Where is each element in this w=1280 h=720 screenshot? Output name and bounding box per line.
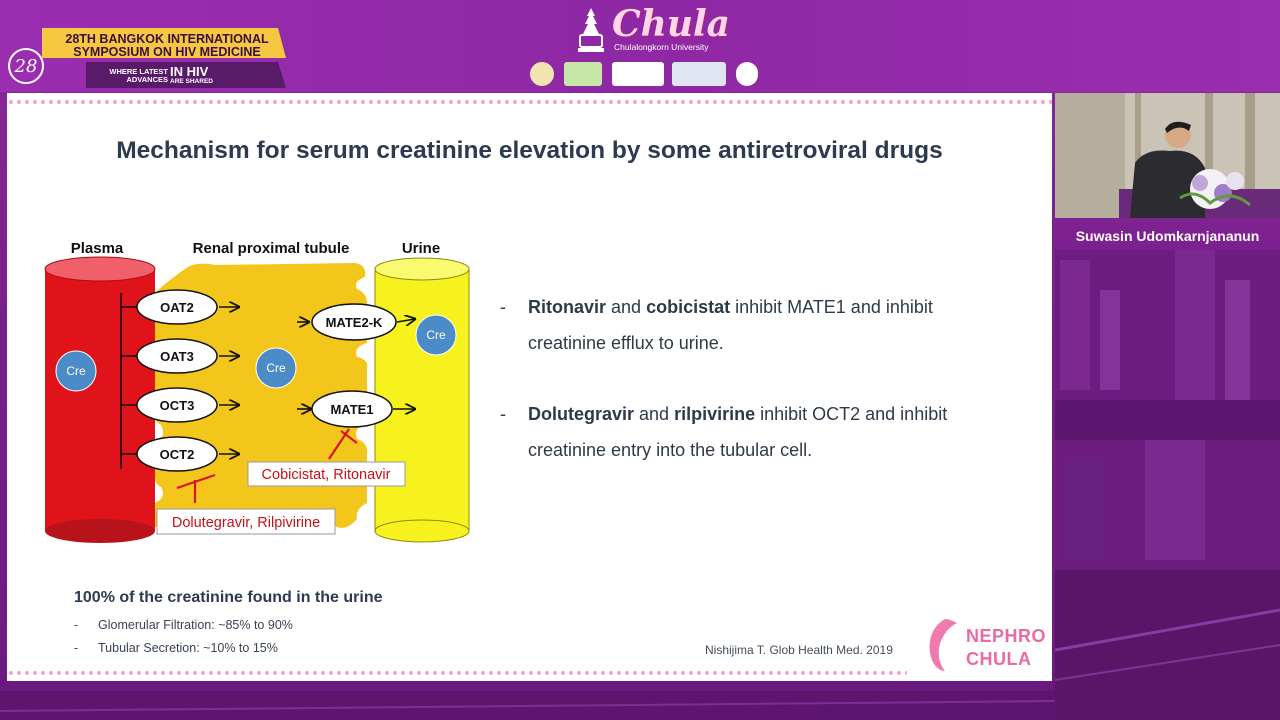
svg-text:MATE1: MATE1 <box>330 402 373 417</box>
plasma-vessel-body <box>45 269 155 531</box>
bullet-oct2: - Dolutegravir and rilpivirine inhibit O… <box>500 396 1020 468</box>
bullet-drug-dolutegravir: Dolutegravir <box>528 404 635 424</box>
inhibitor-box-oct2 <box>156 508 336 535</box>
bullet-drug-rilpivirine: rilpivirine <box>674 404 756 424</box>
background-cityscape <box>1055 250 1280 720</box>
conference-banner: 28 28TH BANGKOK INTERNATIONAL SYMPOSIUM … <box>0 0 1280 92</box>
transporter-oct2: OCT2 <box>136 436 239 472</box>
svg-text:OCT2: OCT2 <box>160 447 195 462</box>
sponsor-logo <box>564 62 602 86</box>
creatinine-transport-diagram: Plasma Renal proximal tubule Urine Cre C… <box>44 240 470 543</box>
slide-dot-border-bottom <box>7 670 907 676</box>
sponsor-logos <box>530 62 760 86</box>
citation: Nishijima T. Glob Health Med. 2019 <box>705 643 893 657</box>
nephro-chula-brand: NEPHRO CHULA <box>966 626 1047 669</box>
nephro-chula-logo-icon <box>929 619 959 671</box>
bullet-drug-ritonavir: Ritonavir <box>528 297 607 317</box>
slide-title: Mechanism for serum creatinine elevation… <box>116 137 943 164</box>
sponsor-logo <box>530 62 554 86</box>
footnote-item: -Glomerular Filtration: ~85% to 90% <box>74 618 293 632</box>
speaker-name: Suwasin Udomkarnjananun <box>1075 228 1260 244</box>
bullet-drug-cobicistat: cobicistat <box>646 297 731 317</box>
transporter-oat2: OAT2 <box>136 289 239 325</box>
cre-label-urine: Cre <box>426 328 446 342</box>
transporter-oat3: OAT3 <box>136 338 239 374</box>
cre-circle-plasma <box>55 350 97 392</box>
inhibitor-label-mate: Cobicistat, Ritonavir <box>262 467 391 483</box>
urine-header: Urine <box>402 240 440 257</box>
bullet-dash: - <box>500 404 506 424</box>
university-name: Chula <box>612 3 731 45</box>
presentation-slide: Mechanism for serum creatinine elevation… <box>7 93 1052 681</box>
sponsor-logo <box>672 62 726 86</box>
symposium-logo-icon: 28 <box>8 48 44 84</box>
cre-label-plasma: Cre <box>66 364 86 378</box>
footnote-item: -Tubular Secretion: ~10% to 15% <box>74 641 278 655</box>
svg-text:OCT3: OCT3 <box>160 398 195 413</box>
inhibition-mark-oct2 <box>176 473 216 503</box>
cre-circle-urine <box>415 314 457 356</box>
transporter-oct3: OCT3 <box>136 387 239 423</box>
university-subtitle: Chulalongkorn University <box>614 42 709 52</box>
inhibitor-label-oct2: Dolutegravir, Rilpivirine <box>172 515 320 531</box>
sponsor-logo <box>736 62 758 86</box>
speaker-video <box>1055 93 1280 218</box>
speaker-video-frame <box>1055 93 1280 218</box>
background-strip-bottom <box>0 681 1055 720</box>
transporter-mate1: MATE1 <box>297 390 415 428</box>
plasma-bracket <box>120 293 139 469</box>
urine-tube-top <box>374 257 470 281</box>
chula-emblem-icon <box>578 8 604 52</box>
slide-dot-border-top <box>7 99 1052 105</box>
symposium-title: 28TH BANGKOK INTERNATIONAL SYMPOSIUM ON … <box>65 32 269 59</box>
plasma-vessel-bottom <box>45 519 155 543</box>
sponsor-logo <box>612 62 664 86</box>
cre-circle-cell <box>255 347 297 389</box>
bullet-mate1: - Ritonavir and cobicistat inhibit MATE1… <box>500 289 1020 361</box>
symposium-tagline-left: WHERE LATEST ADVANCES <box>109 67 168 84</box>
inhibition-mark-mate1 <box>328 428 358 460</box>
tubule-header: Renal proximal tubule <box>193 240 350 257</box>
svg-text:MATE2-K: MATE2-K <box>326 315 383 330</box>
cre-label-cell: Cre <box>266 361 286 375</box>
bullet-dash: - <box>500 297 506 317</box>
svg-text:OAT2: OAT2 <box>160 300 194 315</box>
plasma-header: Plasma <box>71 240 124 257</box>
symposium-tagline-sub: ARE SHARED <box>170 78 213 85</box>
mechanism-bullets: - Ritonavir and cobicistat inhibit MATE1… <box>500 289 1020 503</box>
symposium-ribbon <box>42 28 286 88</box>
urine-tube-bottom <box>374 519 470 543</box>
svg-text:28: 28 <box>14 56 38 77</box>
transporter-mate2k: MATE2-K <box>297 303 415 341</box>
plasma-vessel-top <box>44 256 156 282</box>
footnote-heading: 100% of the creatinine found in the urin… <box>74 589 383 606</box>
svg-text:OAT3: OAT3 <box>160 349 194 364</box>
urine-tube-body <box>374 268 470 532</box>
symposium-tagline-right: IN HIV <box>170 64 209 79</box>
inhibitor-box-mate <box>247 461 406 487</box>
